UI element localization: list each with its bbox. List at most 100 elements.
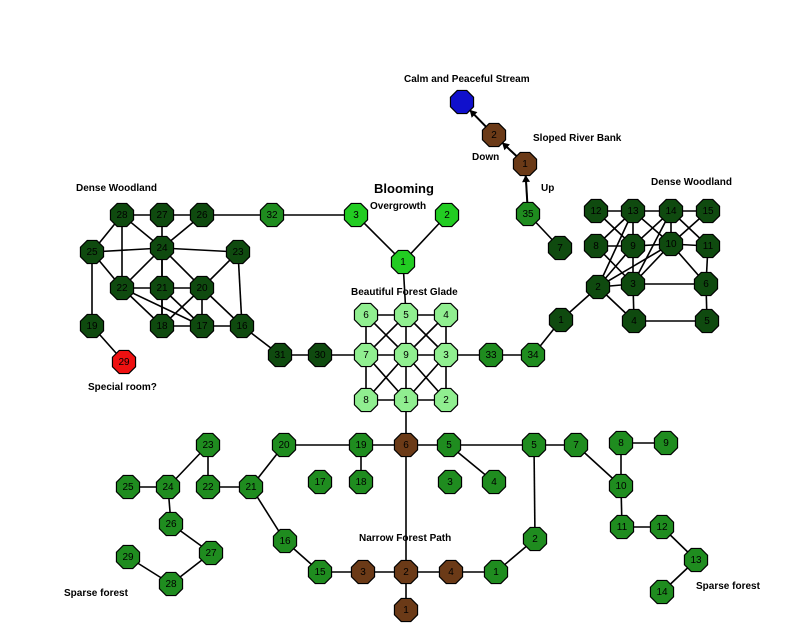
room-s8[interactable]: 8	[608, 430, 634, 456]
room-r3[interactable]: 3	[620, 271, 646, 297]
room-o2[interactable]: 2	[434, 202, 460, 228]
room-o3[interactable]: 3	[343, 202, 369, 228]
special-room-label: Special room?	[88, 382, 157, 393]
room-octagon	[79, 239, 105, 265]
room-p4[interactable]: 4	[438, 559, 464, 585]
room-s22[interactable]: 22	[195, 474, 221, 500]
room-s7[interactable]: 7	[563, 432, 589, 458]
room-number: 3	[447, 477, 453, 488]
room-s19[interactable]: 19	[348, 432, 374, 458]
room-octagon	[195, 474, 221, 500]
room-s3[interactable]: 3	[437, 469, 463, 495]
room-s16[interactable]: 16	[272, 528, 298, 554]
room-w19[interactable]: 19	[79, 313, 105, 339]
room-w31[interactable]: 31	[267, 342, 293, 368]
room-s18[interactable]: 18	[348, 469, 374, 495]
room-m33[interactable]: 33	[478, 342, 504, 368]
room-w25[interactable]: 25	[79, 239, 105, 265]
room-w17[interactable]: 17	[189, 313, 215, 339]
room-w20[interactable]: 20	[189, 275, 215, 301]
room-gl6[interactable]: 6	[353, 302, 379, 328]
room-r4[interactable]: 4	[621, 308, 647, 334]
room-number: 14	[665, 206, 677, 217]
room-r8[interactable]: 8	[583, 233, 609, 259]
room-r7[interactable]: 7	[547, 235, 573, 261]
room-s9[interactable]: 9	[653, 430, 679, 456]
room-m34[interactable]: 34	[520, 342, 546, 368]
room-r1[interactable]: 1	[548, 307, 574, 333]
room-b1[interactable]: 1	[512, 151, 538, 177]
room-gl5[interactable]: 5	[393, 302, 419, 328]
room-s27[interactable]: 27	[198, 540, 224, 566]
room-s2[interactable]: 2	[522, 526, 548, 552]
room-p3[interactable]: 3	[350, 559, 376, 585]
room-w18[interactable]: 18	[149, 313, 175, 339]
room-gl3[interactable]: 3	[433, 342, 459, 368]
room-s26[interactable]: 26	[158, 511, 184, 537]
room-w32[interactable]: 32	[259, 202, 285, 228]
room-r9[interactable]: 9	[620, 233, 646, 259]
room-w28[interactable]: 28	[109, 202, 135, 228]
room-octagon	[393, 597, 419, 623]
room-s4[interactable]: 4	[481, 469, 507, 495]
room-s29[interactable]: 29	[115, 544, 141, 570]
room-octagon	[438, 559, 464, 585]
room-s25[interactable]: 25	[115, 474, 141, 500]
room-w23[interactable]: 23	[225, 239, 251, 265]
room-s11[interactable]: 11	[609, 514, 635, 540]
room-p6[interactable]: 6	[393, 432, 419, 458]
room-s10[interactable]: 10	[608, 473, 634, 499]
room-s15[interactable]: 15	[307, 559, 333, 585]
room-octagon	[583, 198, 609, 224]
room-w22[interactable]: 22	[109, 275, 135, 301]
room-r14[interactable]: 14	[658, 198, 684, 224]
room-gl8[interactable]: 8	[353, 387, 379, 413]
room-w27[interactable]: 27	[149, 202, 175, 228]
room-p2[interactable]: 2	[393, 559, 419, 585]
room-octagon	[307, 342, 333, 368]
room-w21[interactable]: 21	[149, 275, 175, 301]
room-s20[interactable]: 20	[271, 432, 297, 458]
room-octagon	[271, 432, 297, 458]
room-s24[interactable]: 24	[155, 474, 181, 500]
room-number: 28	[165, 579, 177, 590]
room-octagon	[437, 469, 463, 495]
room-gl2[interactable]: 2	[433, 387, 459, 413]
room-r10[interactable]: 10	[658, 231, 684, 257]
room-r12[interactable]: 12	[583, 198, 609, 224]
room-number: 6	[703, 279, 709, 290]
room-w16[interactable]: 16	[229, 313, 255, 339]
room-o1[interactable]: 1	[390, 249, 416, 275]
room-s5a[interactable]: 5	[436, 432, 462, 458]
room-r11[interactable]: 11	[695, 233, 721, 259]
room-gl4[interactable]: 4	[433, 302, 459, 328]
room-r2[interactable]: 2	[585, 274, 611, 300]
room-r15[interactable]: 15	[695, 198, 721, 224]
room-blue[interactable]	[449, 89, 475, 115]
room-s17[interactable]: 17	[307, 469, 333, 495]
room-w30[interactable]: 30	[307, 342, 333, 368]
room-s1[interactable]: 1	[483, 559, 509, 585]
room-gl1[interactable]: 1	[393, 387, 419, 413]
room-r5[interactable]: 5	[694, 308, 720, 334]
room-s28[interactable]: 28	[158, 571, 184, 597]
room-s14[interactable]: 14	[649, 579, 675, 605]
room-red29[interactable]: 29	[111, 349, 137, 375]
room-s13[interactable]: 13	[683, 547, 709, 573]
room-s23[interactable]: 23	[195, 432, 221, 458]
room-number: 29	[118, 357, 130, 368]
room-s12[interactable]: 12	[649, 514, 675, 540]
room-s5b[interactable]: 5	[521, 432, 547, 458]
room-octagon	[189, 313, 215, 339]
room-gl7[interactable]: 7	[353, 342, 379, 368]
room-s21[interactable]: 21	[238, 474, 264, 500]
room-r13[interactable]: 13	[620, 198, 646, 224]
room-w26[interactable]: 26	[189, 202, 215, 228]
room-b2[interactable]: 2	[481, 122, 507, 148]
room-w24[interactable]: 24	[149, 235, 175, 261]
room-p1[interactable]: 1	[393, 597, 419, 623]
room-number: 4	[443, 310, 449, 321]
room-g35[interactable]: 35	[515, 201, 541, 227]
room-r6[interactable]: 6	[693, 271, 719, 297]
room-gl9[interactable]: 9	[393, 342, 419, 368]
